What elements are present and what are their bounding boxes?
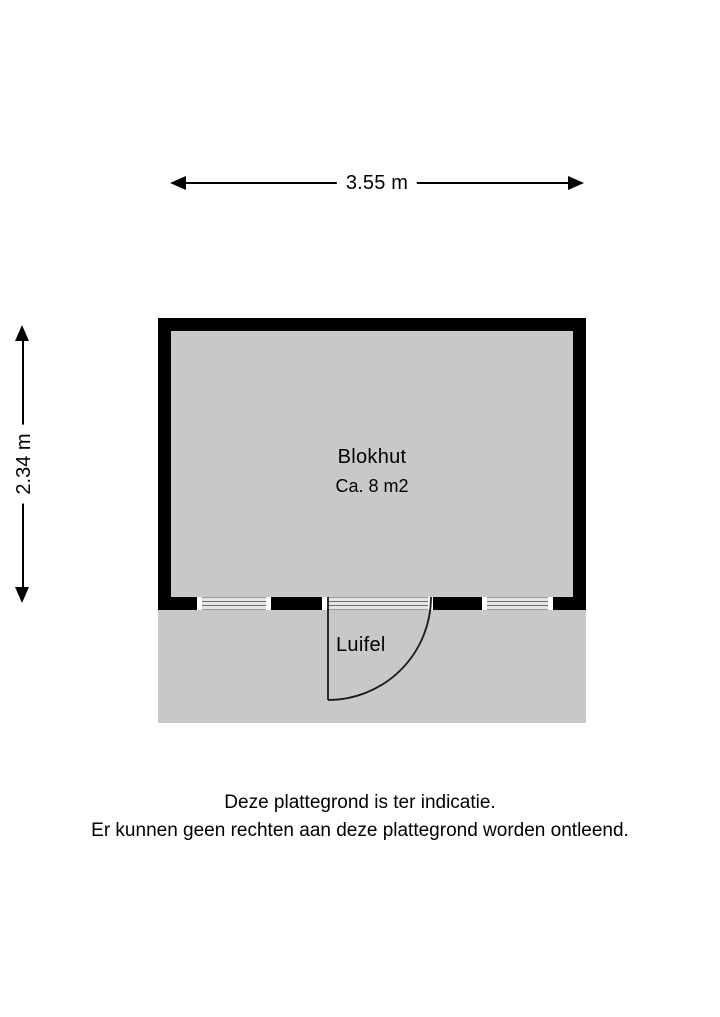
room-floor-blokhut: [171, 331, 573, 597]
room-name: Blokhut: [337, 446, 407, 468]
dimension-height: 2.34 m: [8, 325, 40, 603]
building-outline: Blokhut Ca. 8 m2: [158, 318, 586, 610]
dimension-height-label: 2.34 m: [9, 424, 39, 504]
canopy-label: Luifel: [336, 634, 386, 656]
arrow-down-icon: [15, 587, 29, 603]
arrow-left-icon: [170, 176, 186, 190]
arrow-up-icon: [15, 325, 29, 341]
disclaimer-line-1: Deze plattegrond is ter indicatie.: [224, 792, 496, 813]
window-glazing: [487, 597, 548, 610]
window-left: [197, 597, 271, 610]
dimension-width: 3.55 m: [170, 168, 584, 200]
door-glazing: [327, 597, 428, 610]
disclaimer-line-2: Er kunnen geen rechten aan deze plattegr…: [91, 820, 629, 841]
window-glazing: [202, 597, 266, 610]
dimension-width-label: 3.55 m: [336, 168, 418, 198]
disclaimer: Deze plattegrond is ter indicatie. Er ku…: [0, 789, 720, 845]
window-right: [482, 597, 553, 610]
arrow-right-icon: [568, 176, 584, 190]
door-center: [322, 597, 433, 610]
room-label-blokhut: Blokhut Ca. 8 m2: [171, 443, 573, 499]
room-area: Ca. 8 m2: [335, 476, 409, 496]
